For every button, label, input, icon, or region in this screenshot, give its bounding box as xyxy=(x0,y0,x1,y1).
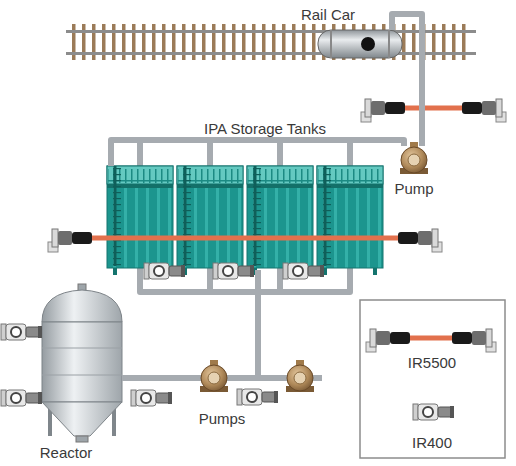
railroad-track xyxy=(66,24,476,60)
ir400-detector xyxy=(1,324,42,340)
legend-box xyxy=(360,300,505,458)
legend-sample xyxy=(413,404,454,420)
ir5500-detector xyxy=(462,99,506,122)
ir400-detector xyxy=(237,389,278,405)
rail-car-tank xyxy=(318,30,402,58)
ir5500-detector xyxy=(405,106,462,111)
pump-symbol xyxy=(400,142,428,174)
storage-tanks xyxy=(107,166,383,275)
reactor-vessel xyxy=(42,348,122,375)
legend-label: IR5500 xyxy=(382,354,482,372)
ir400-detector xyxy=(1,324,172,406)
pipe-connector xyxy=(255,270,261,364)
ir400-detector xyxy=(213,263,254,279)
reactor-vessel xyxy=(42,290,122,322)
rail-car-tank xyxy=(361,37,375,51)
ir5500-detector xyxy=(398,229,442,252)
railroad-track xyxy=(66,30,476,33)
legend-sample xyxy=(366,329,496,420)
ir400-detector xyxy=(131,390,172,406)
storage-tanks xyxy=(247,166,313,275)
legend-sample xyxy=(410,336,452,341)
reactor-vessel xyxy=(42,322,122,402)
reactor-vessel xyxy=(42,284,122,442)
pipe xyxy=(140,268,350,378)
legend-box xyxy=(360,300,505,458)
storage-tanks xyxy=(317,166,383,275)
legend-label: IR400 xyxy=(382,434,482,452)
reactor-vessel xyxy=(42,402,122,436)
rail-car-tank xyxy=(388,30,390,58)
tank-car: Rail Car xyxy=(318,30,402,58)
ir400-detector xyxy=(1,390,42,406)
pipe-connector xyxy=(111,140,404,166)
pump-symbol xyxy=(286,360,314,392)
pump-pair: Pumps xyxy=(190,364,320,394)
legend-sample xyxy=(452,329,496,352)
pipe xyxy=(207,268,213,292)
node-label: IPA Storage Tanks xyxy=(145,120,385,138)
rail-car-tank xyxy=(330,30,332,58)
node-label: Rail Car xyxy=(288,6,368,24)
reactor-vessel xyxy=(76,436,88,442)
pipe xyxy=(277,268,283,292)
node-label: Reactor xyxy=(26,444,106,462)
pipe xyxy=(277,140,283,166)
pipe xyxy=(347,140,353,166)
ir5500-detector xyxy=(361,99,405,122)
node-label: Pump xyxy=(386,180,442,198)
ir5500-detector xyxy=(48,229,92,252)
pump: Pump xyxy=(396,146,432,174)
ir5500-detector xyxy=(92,236,398,241)
pump-symbol xyxy=(200,360,228,392)
legend-sample xyxy=(366,329,410,352)
storage-tanks xyxy=(107,166,173,275)
pipe-connector xyxy=(392,14,422,146)
pipe xyxy=(207,140,213,166)
ir5500-detector xyxy=(361,99,506,122)
storage-tanks xyxy=(177,166,243,275)
rail-car-tank xyxy=(318,30,402,58)
railroad-track xyxy=(66,52,476,55)
pipe xyxy=(140,140,350,166)
reactor-vessel: Reactor xyxy=(42,290,122,440)
ir400-detector xyxy=(144,263,324,279)
pipe xyxy=(137,140,143,166)
storage-tank-group: IPA Storage Tanks xyxy=(105,166,385,270)
node-label: Pumps xyxy=(190,410,254,428)
pipe-connector xyxy=(122,375,190,381)
ir5500-detector xyxy=(48,229,442,252)
ir400-detector xyxy=(144,263,185,279)
ir400-detector xyxy=(237,389,278,405)
ir400-detector xyxy=(283,263,324,279)
